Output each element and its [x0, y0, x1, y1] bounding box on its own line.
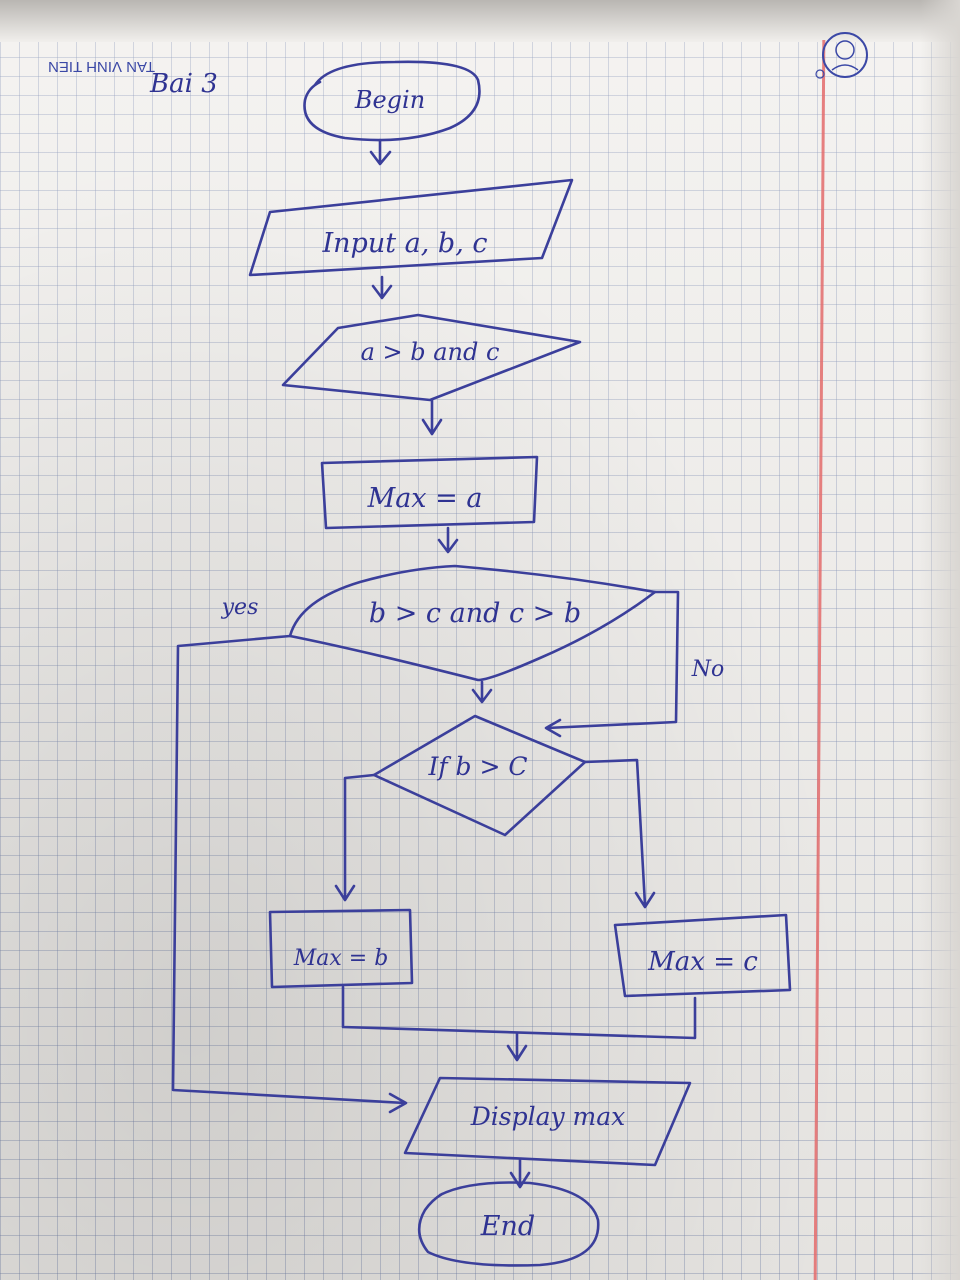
- process-max-c-label: Max = c: [647, 947, 758, 977]
- process-max-b-label: Max = b: [293, 946, 389, 971]
- output-parallelogram: Display max: [403, 1076, 692, 1167]
- process-max-c: Max = c: [613, 913, 792, 998]
- input-label: Input a, b, c: [322, 228, 488, 259]
- process-max-a: Max = a: [320, 455, 539, 530]
- arrow-6: [506, 1031, 528, 1062]
- merge-connector: [341, 985, 697, 1040]
- arrow-4: [437, 526, 459, 554]
- brand-text: TAN VINH TIEN: [48, 58, 155, 75]
- decision-3-diamond: If b > C: [372, 714, 587, 837]
- branch-left-connector: [334, 773, 376, 902]
- output-label: Display max: [470, 1102, 626, 1131]
- decision-1-label: a > b and c: [361, 338, 500, 366]
- page-title: Bai 3: [149, 69, 218, 99]
- arrow-7: [509, 1158, 531, 1189]
- decision-3-label: If b > C: [427, 752, 527, 781]
- arrow-2: [371, 275, 393, 300]
- page-top-edge: [0, 0, 960, 42]
- branch-right-connector: [583, 758, 656, 909]
- yes-branch-connector: [171, 634, 408, 1114]
- decision-2-label: b > c and c > b: [369, 598, 581, 629]
- no-branch-connector: [544, 590, 680, 738]
- end-label: End: [480, 1211, 535, 1242]
- input-parallelogram: Input a, b, c: [248, 178, 574, 277]
- start-terminal: Begin: [303, 60, 481, 142]
- end-terminal: End: [417, 1181, 600, 1267]
- process-max-b: Max = b: [268, 908, 414, 989]
- process-max-a-label: Max = a: [367, 483, 483, 514]
- decision-1-diamond: a > b and c: [281, 313, 582, 402]
- arrow-5: [471, 680, 493, 704]
- page-right-edge: [920, 0, 960, 1280]
- arrow-1: [369, 138, 392, 166]
- logo-badge-icon: [815, 32, 868, 79]
- arrow-3: [421, 398, 443, 436]
- page-header: TAN VINH TIEN Bai 3: [48, 32, 868, 99]
- decision-2-diamond: b > c and c > b: [288, 564, 657, 682]
- yes-label: yes: [221, 595, 259, 620]
- no-label: No: [691, 657, 725, 682]
- start-label: Begin: [354, 86, 425, 114]
